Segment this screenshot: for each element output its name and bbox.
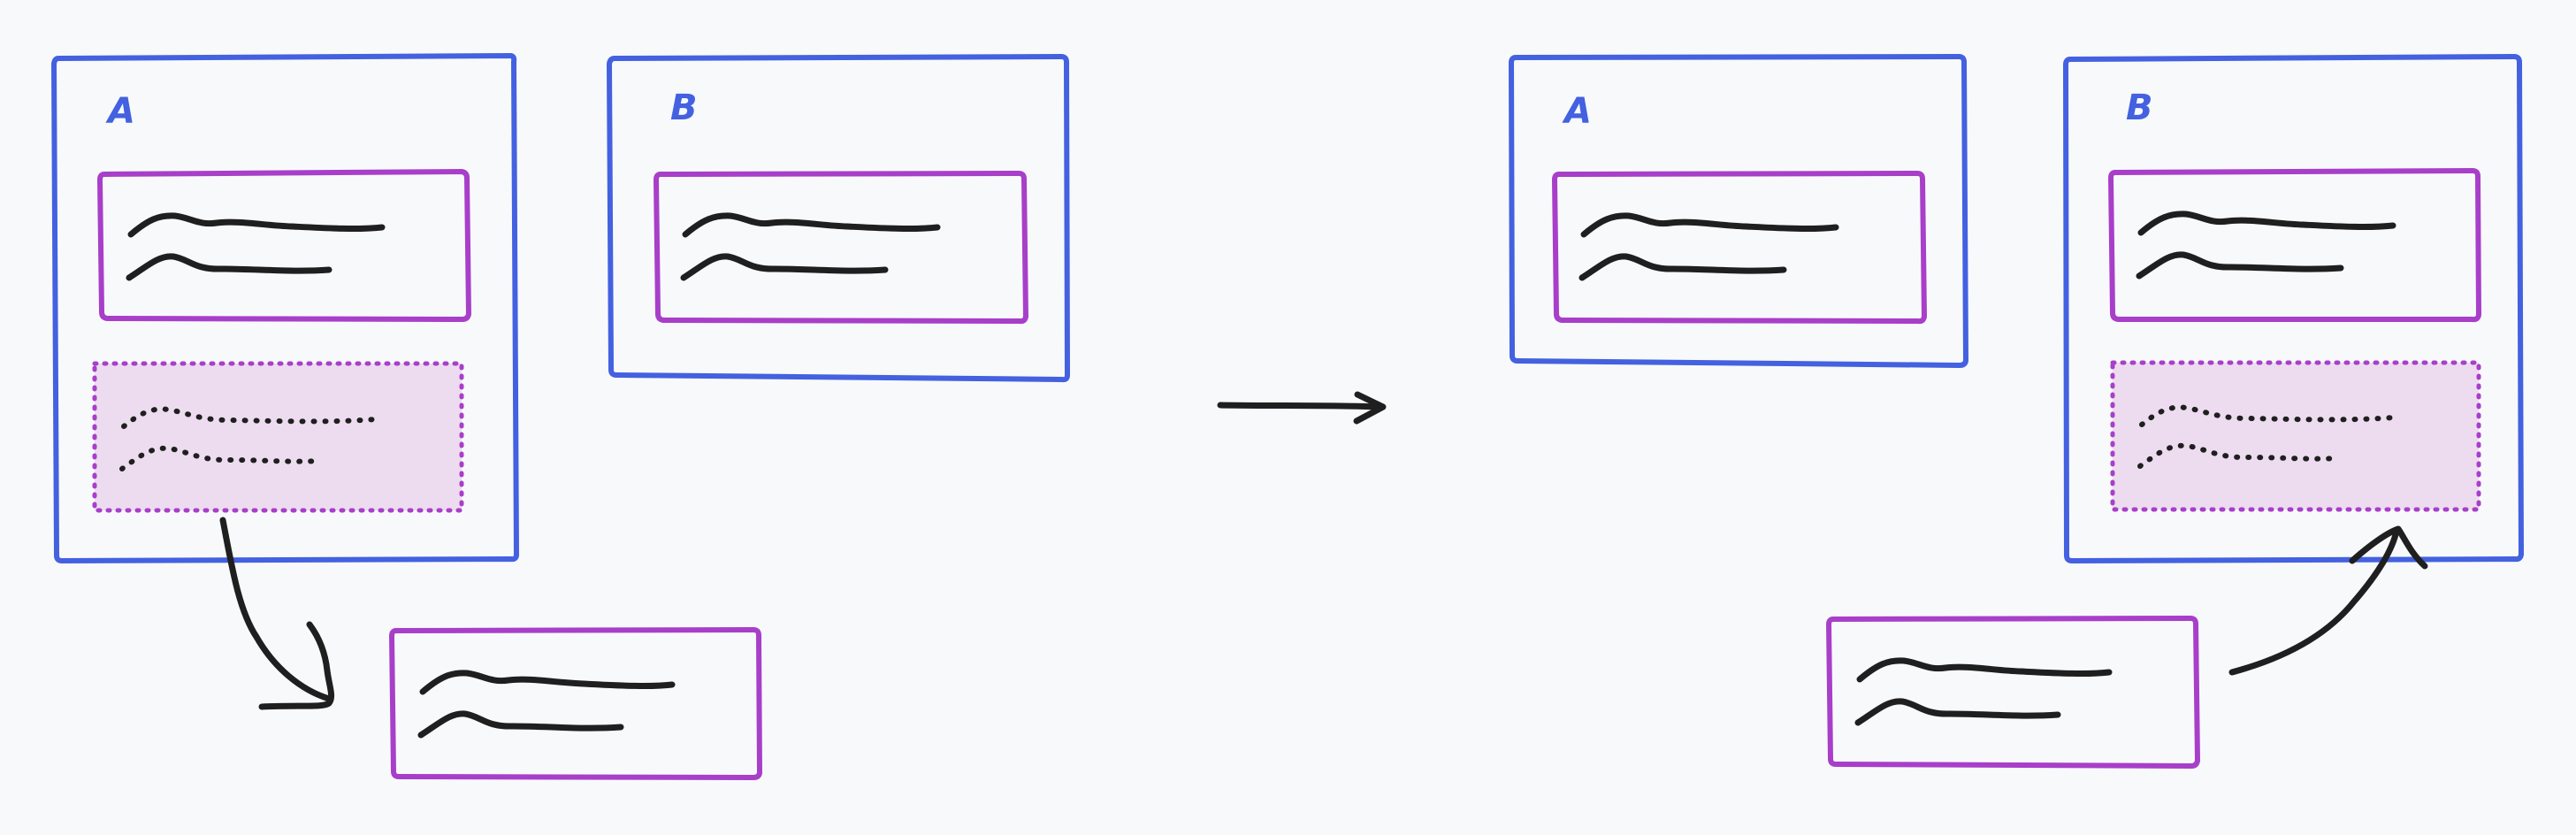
card bbox=[654, 171, 1028, 325]
dragged-card bbox=[389, 627, 762, 780]
right-arrow-icon bbox=[1217, 391, 1387, 425]
before-panel-b: B bbox=[607, 54, 1070, 383]
curved-arrow-down-icon bbox=[219, 517, 335, 710]
card-placeholder bbox=[2110, 360, 2481, 512]
after-panel-a: A bbox=[1509, 54, 1968, 368]
panel-b-label: B bbox=[670, 88, 698, 128]
dropped-card bbox=[1826, 616, 2200, 769]
card bbox=[97, 169, 471, 322]
before-state: A B bbox=[51, 53, 1070, 780]
card bbox=[1552, 171, 1927, 325]
panel-a-label: A bbox=[1562, 91, 1592, 132]
panel-b-label: B bbox=[2126, 88, 2153, 128]
curved-arrow-up-icon bbox=[2228, 525, 2428, 676]
after-state: A B bbox=[1509, 54, 2524, 769]
panel-a-label: A bbox=[105, 91, 135, 132]
after-panel-b: B bbox=[2063, 54, 2524, 563]
before-panel-a: A bbox=[51, 53, 519, 563]
card-placeholder bbox=[92, 361, 464, 513]
card bbox=[2108, 168, 2481, 323]
